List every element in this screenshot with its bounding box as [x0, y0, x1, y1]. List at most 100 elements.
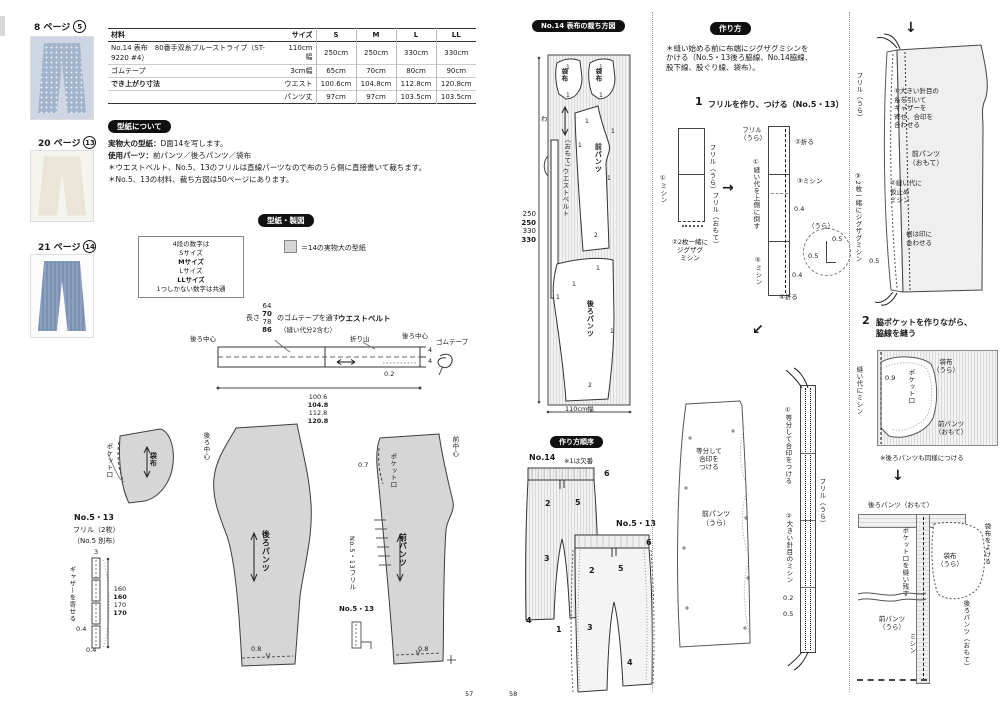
front-pants-omote-label: 前パンツ （おもて） [908, 150, 944, 167]
v05b-label: 0.5 [808, 252, 819, 260]
belt-elastic-sub: （縫い代分2含む） [280, 326, 337, 334]
v02-label: 0.2 [783, 594, 794, 602]
table-row: パンツ丈 97cm 97cm 103.5cm 103.5cm [108, 90, 476, 104]
pressed-seam [771, 193, 788, 194]
order-note: ※1は欠番 [564, 457, 594, 465]
order-step-5b: 5 [618, 564, 624, 573]
materials-title: 材料 [111, 31, 125, 39]
order-step-2: 2 [545, 499, 551, 508]
gather-frill-ura-label: フリル（うら） [854, 72, 863, 121]
seam-stitch-line [923, 517, 924, 681]
gathered-frill-pants-diagram [874, 33, 988, 306]
order-step-1b: 1 [556, 625, 562, 634]
front-07: 0.7 [358, 461, 369, 469]
frill-strip-b [768, 126, 790, 296]
baste-label: ②縫い代に 仮止め ミシン [890, 179, 922, 204]
frill-lengths: 160 160 170 170 [113, 585, 127, 617]
thumb-1-number-badge: 5 [73, 20, 87, 33]
cutting-layout-diagram [537, 54, 632, 414]
back-omote-top-label: 後ろパンツ（おもて） [868, 501, 934, 509]
cut-front-label: 前パンツ [594, 143, 603, 173]
front-hem-08: 0.8 [418, 645, 429, 653]
v09-label: 0.9 [885, 374, 896, 382]
about-line-1: 実物大の型紙：D面14を写します。 [108, 139, 228, 148]
belt-width-4a: 4 [428, 346, 433, 354]
order-no14-label: No.14 [529, 453, 556, 462]
fold2-label: ②折る [795, 138, 814, 146]
swatch-legend: ＝14の実物大の型紙 [301, 244, 366, 252]
pattern-swatch [284, 240, 297, 253]
order-step-2b: 2 [589, 566, 595, 575]
thumb-3-number-badge: 14 [83, 240, 97, 253]
col-s: S [316, 28, 357, 42]
thumb-3-page: 21 ページ [38, 243, 81, 253]
pull-threads-top [785, 367, 809, 389]
down-arrow-icon: ↓ [905, 20, 917, 36]
waistbelt-diagram [216, 339, 453, 390]
order-illustration [525, 467, 655, 693]
notch-1: 1 [599, 92, 603, 99]
order-step-5: 5 [575, 498, 581, 507]
step1-number: 1 [695, 95, 703, 108]
belt-elastic-lengths: 64 70 78 86 [262, 302, 272, 334]
stitch3-label: ③ミシン [797, 177, 823, 185]
frill-ura-mid-label: フリル（うら） [817, 478, 826, 527]
order-step-4: 4 [526, 616, 532, 625]
notch-1: 1 [566, 64, 570, 71]
seam-stitch-label: 縫い代にミシン [854, 366, 863, 415]
order-step-6b: 6 [646, 538, 652, 547]
frill-no-label: No.5・13 [74, 513, 114, 522]
pull-thread-note: ①大きい針目の 糸を引いて ギャザーを 寄せ、合印を 合わせる [894, 87, 939, 129]
table-row: No.14 表布 80番手双糸ブルーストライプ（ST-9220 #4） 110c… [108, 41, 476, 65]
pants-silhouette [37, 43, 87, 113]
column-separator [652, 12, 653, 692]
thumbnail-photo-cream-pants [30, 150, 94, 222]
order-step-6: 6 [604, 469, 610, 478]
circle-ura-label: （うら） [808, 222, 834, 230]
detail-circle [803, 228, 851, 276]
section-header-about-pattern: 型紙について [108, 120, 171, 133]
back-center-left-label: 後ろ中心 [190, 335, 216, 343]
belt-total-widths: 100.6 104.8 112.8 120.8 [307, 393, 329, 425]
notch-1: 1 [607, 175, 611, 182]
page-number-right: 58 [509, 690, 518, 698]
frill-ura-label: フリル（うら） [707, 144, 716, 193]
column-separator [849, 12, 850, 692]
side-seam-strip [916, 514, 930, 684]
frill-detail-no-label: No.5・13 [339, 605, 374, 613]
strip-divider [769, 241, 789, 242]
v04a-label: 0.4 [794, 205, 805, 213]
order-no513-label: No.5・13 [616, 519, 656, 528]
section-header-drafting: 型紙・製図 [258, 214, 314, 227]
v05-label: 0.5 [783, 610, 794, 618]
about-line-2: 使用パーツ：前パンツ／後ろパンツ／袋布 [108, 151, 252, 160]
pocket-bag-overlay [880, 352, 938, 444]
thumb-1-page: 8 ページ [34, 23, 71, 33]
v05a-label: 0.5 [832, 235, 843, 243]
order-step-3b: 3 [587, 623, 593, 632]
fold-detail-lines [826, 241, 836, 263]
down-arrow-icon: ↓ [892, 468, 904, 484]
cut-bag2-label: 袋布 [593, 68, 602, 82]
step1-title: フリルを作り、つける（No.5・13） [708, 100, 844, 109]
col-l: L [396, 28, 437, 42]
cut-bag1-label: 袋布 [559, 68, 568, 82]
fold4-label: ④折る [779, 293, 798, 301]
thumbnail-photo-floral-pants [30, 36, 94, 120]
waistbelt-label: ウエストベルト [338, 314, 391, 323]
divide-marks-label: 等分して 合印を つける [696, 447, 722, 472]
g-v05-label: 0.5 [869, 257, 880, 265]
order-step-4b: 4 [627, 658, 633, 667]
page-number-left: 57 [465, 690, 474, 698]
divide2-label: ①等分して合印をつける [783, 406, 792, 485]
section-header-cutting-layout: No.14 表布の裁ち方図 [532, 20, 625, 33]
notch-1: 1 [572, 281, 576, 288]
strip-divider [769, 174, 789, 175]
belt-elastic-post: のゴムテープを通す [277, 314, 340, 322]
table-row: でき上がり寸法 ウエスト 100.6cm 104.8cm 112.8cm 120… [108, 77, 476, 91]
notch-1: 1 [566, 92, 570, 99]
